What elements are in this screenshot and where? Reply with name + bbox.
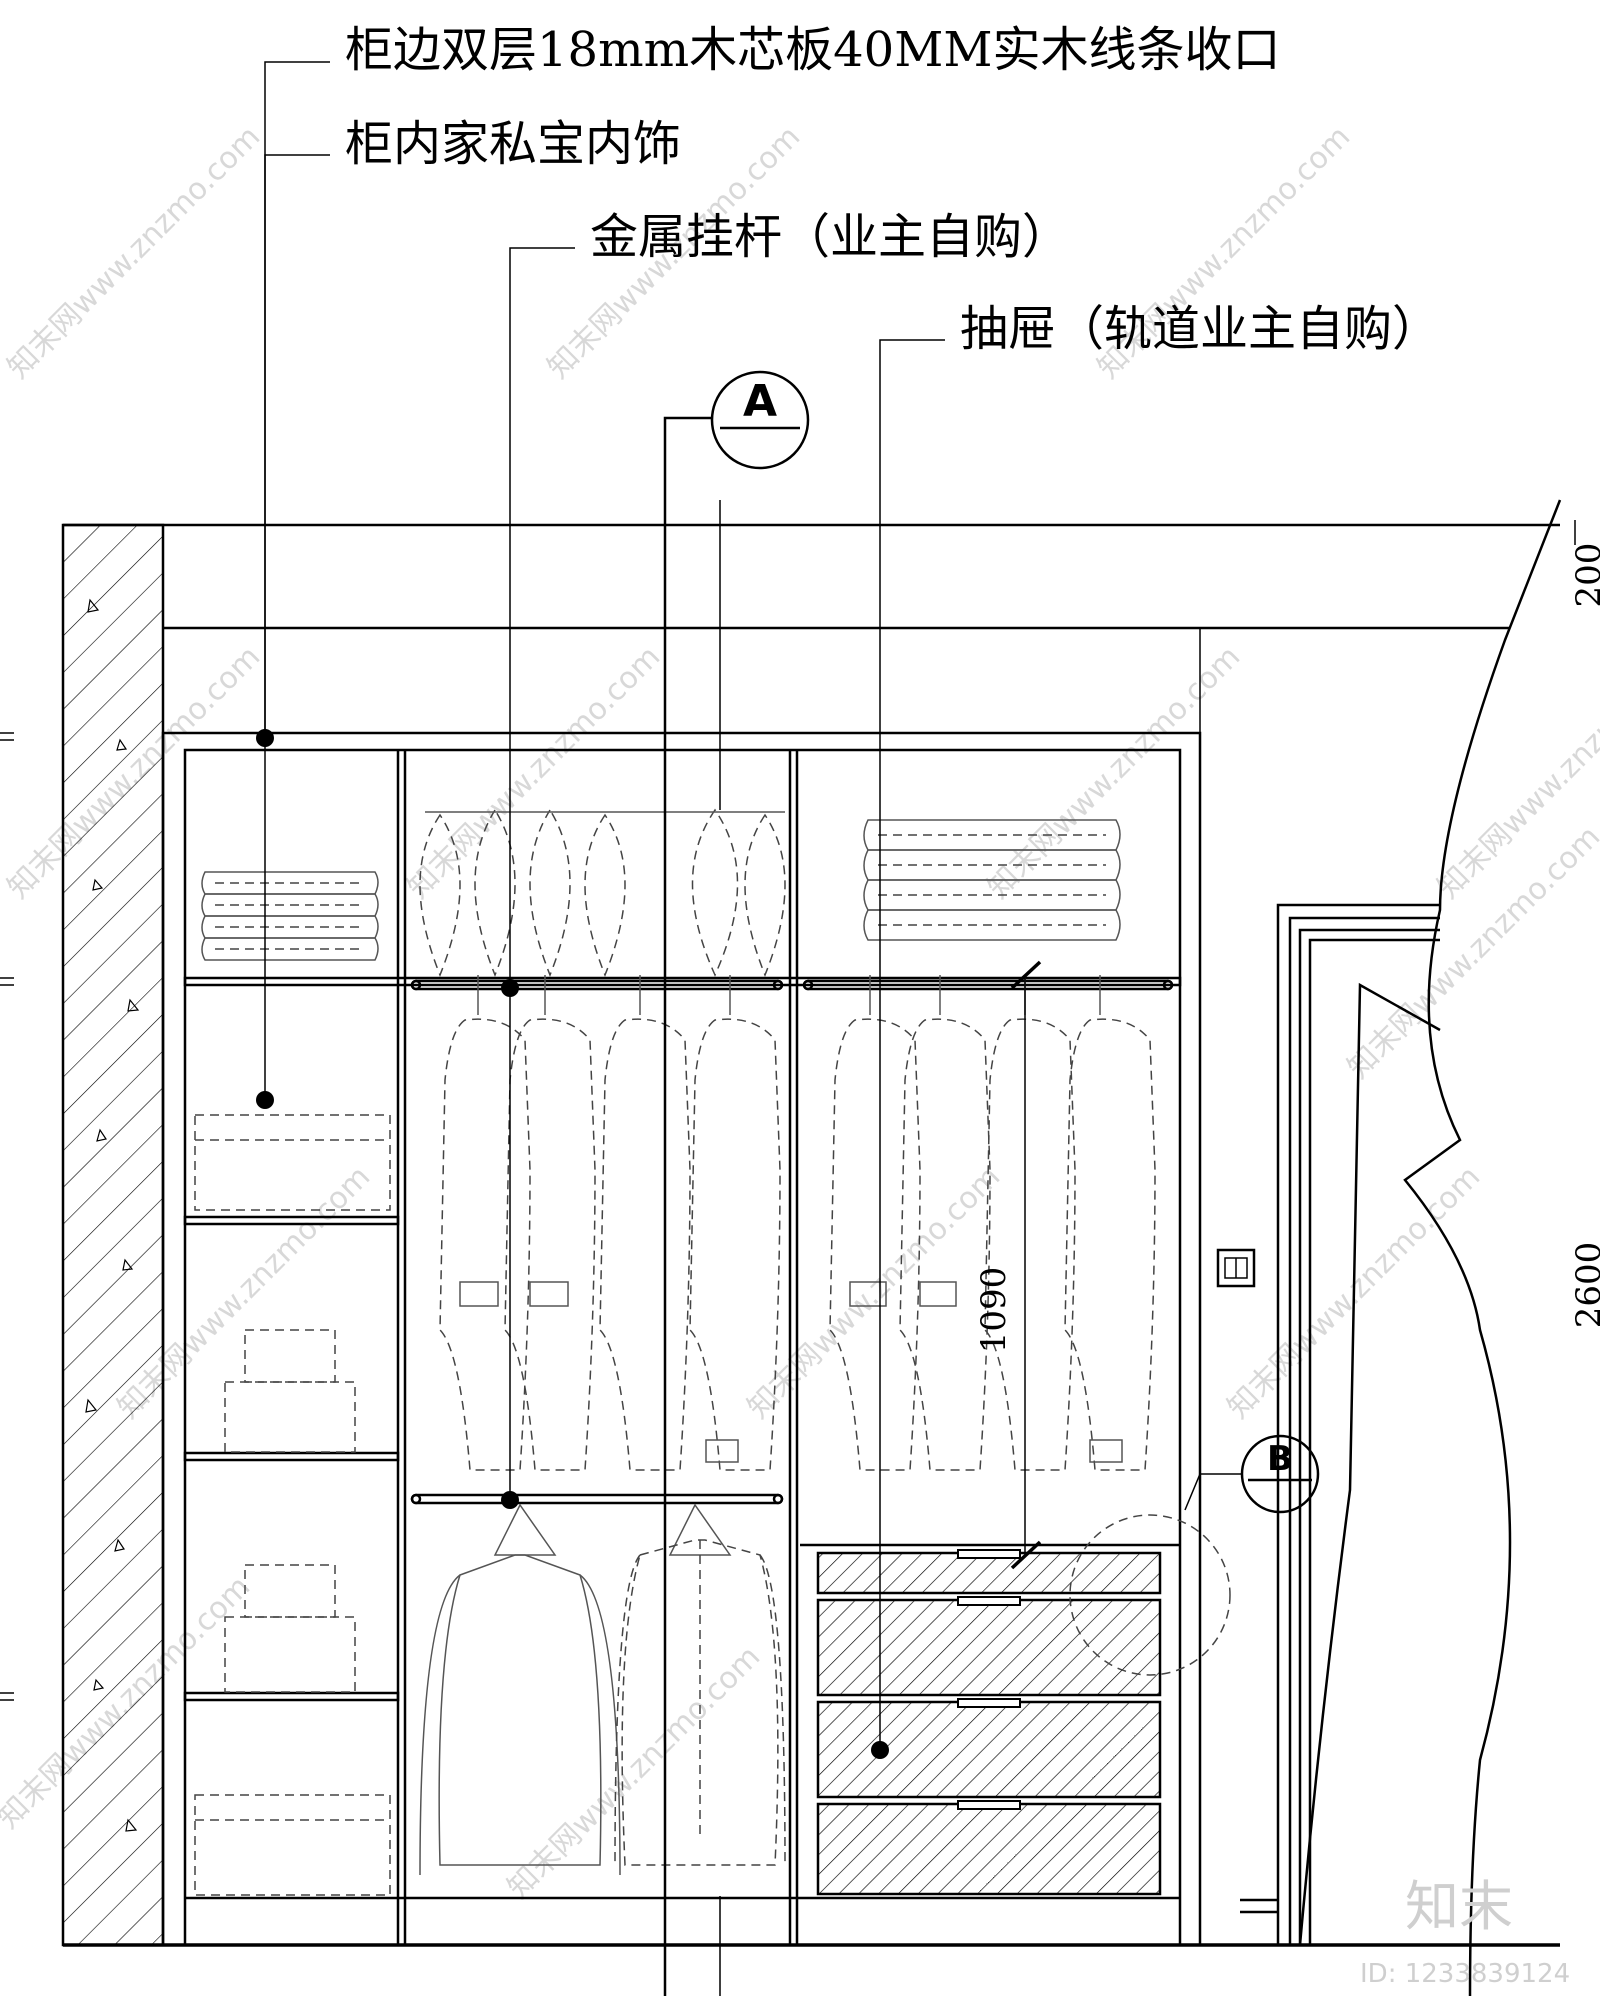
watermark-text: 知末网www.znzmo.com — [401, 639, 667, 905]
break-lines — [1298, 499, 1562, 1996]
hanging-coats-right — [829, 975, 1156, 1471]
callout-label-4: 抽屉（轨道业主自购） — [960, 301, 1440, 357]
detail-circle-b — [1069, 1514, 1231, 1676]
watermark-text: 知末网www.znzmo.com — [1, 119, 267, 385]
light-switch-icon — [1216, 1248, 1256, 1288]
leaders — [256, 61, 945, 1759]
dimension-1090-label: 1090 — [974, 1267, 1014, 1354]
storage-boxes — [194, 1114, 391, 1896]
dimension-drawer-zone: 1090 — [974, 960, 1042, 1570]
callout-label-1: 柜边双层18mm木芯板40MM实木线条收口 — [345, 22, 1281, 78]
dimension-200-label: 200 — [1569, 543, 1600, 608]
hanging-shirts — [419, 1503, 786, 1876]
section-a-label: A — [743, 376, 777, 427]
dimension-right: 200 2600 — [1569, 520, 1600, 1328]
folded-towels-right — [863, 819, 1121, 941]
hanging-coats-middle — [439, 975, 781, 1471]
pillows — [419, 808, 786, 978]
drawers — [800, 1543, 1180, 1896]
left-ticks — [0, 732, 14, 1701]
door-frame — [1240, 903, 1440, 1945]
watermark-logo: 知末 — [1405, 1875, 1513, 1938]
section-mark-b: B — [1184, 1434, 1320, 1514]
section-mark-a: A — [663, 370, 810, 1996]
callout-label-3: 金属挂杆（业主自购） — [590, 209, 1070, 265]
folded-towels-left — [201, 871, 379, 961]
watermark-id: ID: 1233839124 — [1360, 1959, 1570, 1989]
wardrobe-carcass — [161, 731, 1202, 1947]
left-wall — [61, 523, 165, 1947]
section-b-label: B — [1267, 1439, 1293, 1479]
hanging-rails — [410, 979, 1174, 1505]
dimension-2600-label: 2600 — [1569, 1242, 1600, 1329]
callout-label-2: 柜内家私宝内饰 — [345, 116, 681, 172]
watermark-text: 知末网www.znzmo.com — [741, 1159, 1007, 1425]
